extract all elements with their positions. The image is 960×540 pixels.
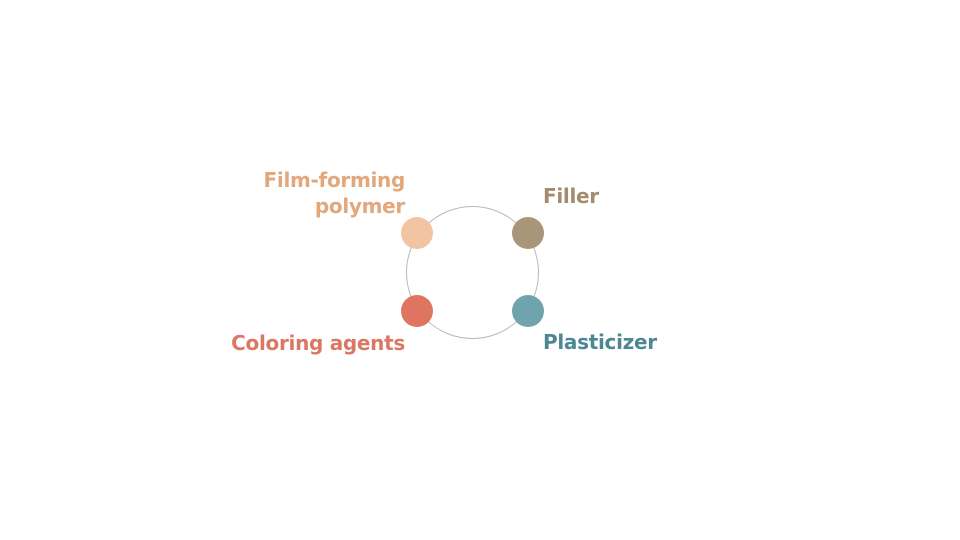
filler-label: Filler — [543, 184, 599, 208]
coloring-agents-label: Coloring agents — [231, 331, 405, 355]
center-ring — [406, 206, 539, 339]
plasticizer-node — [512, 295, 544, 327]
coloring-agents-node — [401, 295, 433, 327]
film-forming-polymer-label: Film-forming polymer — [263, 167, 406, 219]
film-forming-polymer-node — [401, 217, 433, 249]
filler-node — [512, 217, 544, 249]
film-forming-polymer-label-line2: polymer — [314, 194, 405, 218]
film-forming-polymer-label-line1: Film-forming — [263, 168, 406, 192]
plasticizer-label: Plasticizer — [543, 330, 657, 354]
